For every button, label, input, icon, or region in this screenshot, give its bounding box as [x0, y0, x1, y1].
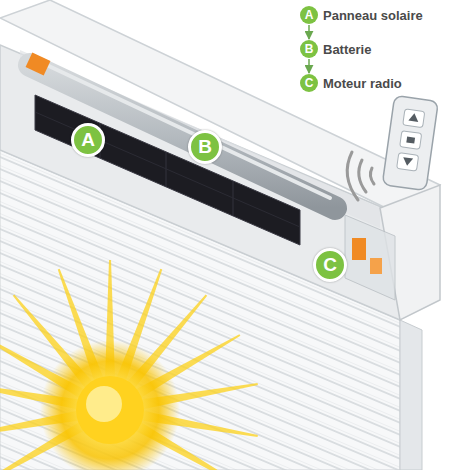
step-label: Panneau solaire [323, 8, 423, 23]
callout-badge: B [188, 130, 222, 164]
legend-step: A Panneau solaire [300, 6, 423, 24]
callout-badge: A [71, 123, 105, 157]
callout-letter: A [81, 129, 95, 150]
callout-letter: C [323, 254, 337, 275]
step-label: Batterie [323, 42, 371, 57]
step-letter: A [300, 6, 318, 24]
legend-step: B Batterie [300, 40, 371, 58]
callout-badge: C [313, 248, 347, 282]
legend-step: C Moteur radio [300, 74, 402, 92]
step-letter: C [300, 74, 318, 92]
step-label: Moteur radio [323, 76, 402, 91]
callout-letter: B [198, 136, 212, 157]
flow-arrow [308, 25, 310, 39]
flow-arrow [308, 59, 310, 73]
step-letter: B [300, 40, 318, 58]
